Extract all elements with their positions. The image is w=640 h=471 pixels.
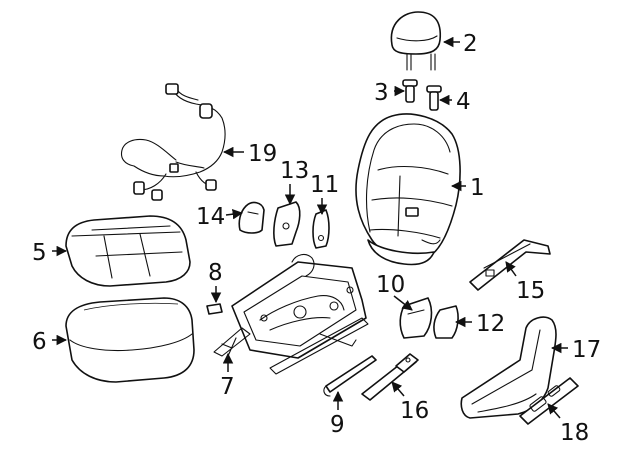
wire-harness: [120, 83, 226, 201]
callout-6: 6: [32, 329, 47, 355]
seat-back: [355, 113, 461, 266]
seat-cushion-pad: [65, 215, 191, 287]
headrest-guide-right: [426, 85, 442, 111]
callout-5: 5: [32, 240, 47, 266]
adjust-lever: [323, 355, 377, 397]
seat-switch: [519, 377, 579, 425]
trim-cover-12: [433, 305, 459, 339]
callout-1: 1: [470, 175, 485, 201]
callout-19: 19: [248, 141, 277, 167]
seat-cushion-cover: [65, 297, 195, 383]
callout-2: 2: [463, 31, 478, 57]
callout-4: 4: [456, 89, 471, 115]
trim-cover-14: [238, 201, 265, 234]
callout-11: 11: [310, 172, 339, 198]
headrest: [390, 11, 442, 71]
trim-cover-13: [273, 201, 301, 247]
callout-14: 14: [196, 204, 225, 230]
callout-12: 12: [476, 311, 505, 337]
headrest-guide-left: [402, 79, 418, 103]
callout-15: 15: [516, 278, 545, 304]
bracket-15: [469, 239, 551, 291]
callout-16: 16: [400, 398, 429, 424]
callout-10: 10: [376, 272, 405, 298]
callout-labels: 1 2 3 4 5 6 7 8 9 10 11 12 13 14 15 16 1…: [32, 31, 601, 446]
clip: [206, 303, 223, 315]
callout-13: 13: [280, 158, 309, 184]
callout-17: 17: [572, 337, 601, 363]
trim-cover-11: [312, 209, 330, 249]
rail-cover-16: [361, 353, 419, 401]
callout-3: 3: [374, 80, 389, 106]
leader-lines: [52, 36, 568, 419]
callout-7: 7: [220, 374, 235, 400]
callout-9: 9: [330, 412, 345, 438]
callout-8: 8: [208, 260, 223, 286]
callout-18: 18: [560, 420, 589, 446]
seat-frame: [213, 253, 369, 375]
